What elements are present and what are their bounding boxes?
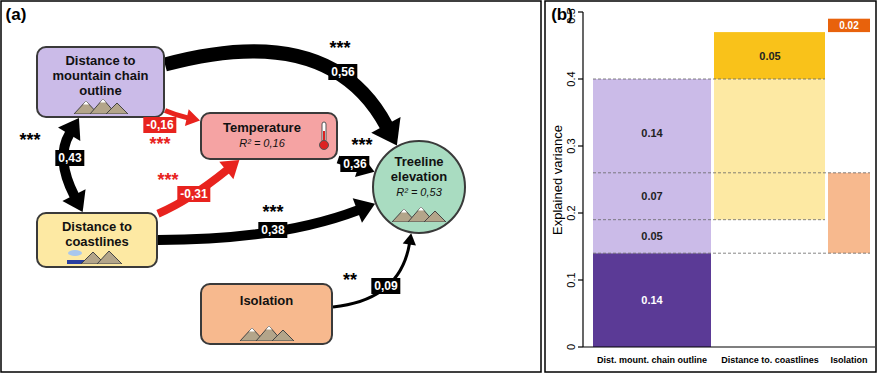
significance-stars: *** xyxy=(351,136,372,154)
tick-label: 0.2 xyxy=(565,205,577,220)
path-coefficient: 0,56 xyxy=(328,64,357,80)
path-coefficient: -0,31 xyxy=(177,186,210,202)
bar-value: 0.02 xyxy=(839,20,858,31)
panel-letter: (a) xyxy=(6,5,27,25)
factor-box: Distance to mountain chain outline xyxy=(36,46,165,118)
bar-value: 0.05 xyxy=(759,50,780,62)
tick-label: 0.4 xyxy=(565,71,577,86)
panel-frame xyxy=(1,1,541,372)
node-title: Distance to coastlines xyxy=(44,219,150,249)
axis-title: Explained variance xyxy=(550,125,565,235)
path-arrow xyxy=(158,160,239,214)
node-icon xyxy=(391,206,447,222)
tick-label: 0.5 xyxy=(565,8,577,23)
grid-line xyxy=(593,79,870,253)
tick-label: 0.1 xyxy=(565,272,577,287)
r-squared: R² = 0,53 xyxy=(396,186,442,199)
panel-frame xyxy=(545,1,876,372)
node-title: Distance to mountain chain outline xyxy=(44,53,157,98)
category-label: Isolation xyxy=(830,355,867,365)
significance-stars: *** xyxy=(149,135,170,153)
r-squared: R² = 0,16 xyxy=(210,137,314,150)
node-title: Temperature xyxy=(210,120,314,135)
path-coefficient: 0,36 xyxy=(340,156,369,172)
axis xyxy=(578,12,875,347)
response-circle: Treeline elevation R² = 0,53 xyxy=(372,140,466,234)
significance-stars: *** xyxy=(329,39,350,57)
factor-box: Isolation xyxy=(200,283,333,345)
path-coefficient: 0,09 xyxy=(371,278,400,294)
path-arrow xyxy=(333,233,416,307)
tick-label: 0.3 xyxy=(565,138,577,153)
significance-stars: *** xyxy=(19,131,40,149)
node-icon xyxy=(67,249,127,264)
node-icon xyxy=(318,121,330,151)
factor-box: Temperature R² = 0,16 xyxy=(200,112,338,160)
bar-value: 0.14 xyxy=(641,294,662,306)
path-arrow xyxy=(338,156,375,177)
bar-value: 0.05 xyxy=(641,230,662,242)
bar-value: 0.07 xyxy=(641,190,662,202)
node-title: Isolation xyxy=(208,293,325,308)
path-arrow xyxy=(158,198,375,240)
node-icon xyxy=(239,325,295,341)
category-label: Distance to. coastlines xyxy=(721,355,819,365)
significance-stars: *** xyxy=(157,171,178,189)
significance-stars: *** xyxy=(262,203,283,221)
category-label: Dist. mount. chain outline xyxy=(597,355,707,365)
node-icon xyxy=(73,98,129,114)
bar-value: 0.14 xyxy=(641,127,662,139)
path-coefficient: 0,43 xyxy=(55,150,84,166)
tick-label: 0 xyxy=(565,344,577,350)
factor-box: Distance to coastlines xyxy=(36,212,158,268)
node-title: Treeline elevation xyxy=(382,154,456,184)
path-coefficient: -0,16 xyxy=(143,117,176,133)
bar-stack xyxy=(593,19,870,347)
significance-stars: ** xyxy=(343,271,357,289)
path-coefficient: 0,38 xyxy=(258,222,287,238)
